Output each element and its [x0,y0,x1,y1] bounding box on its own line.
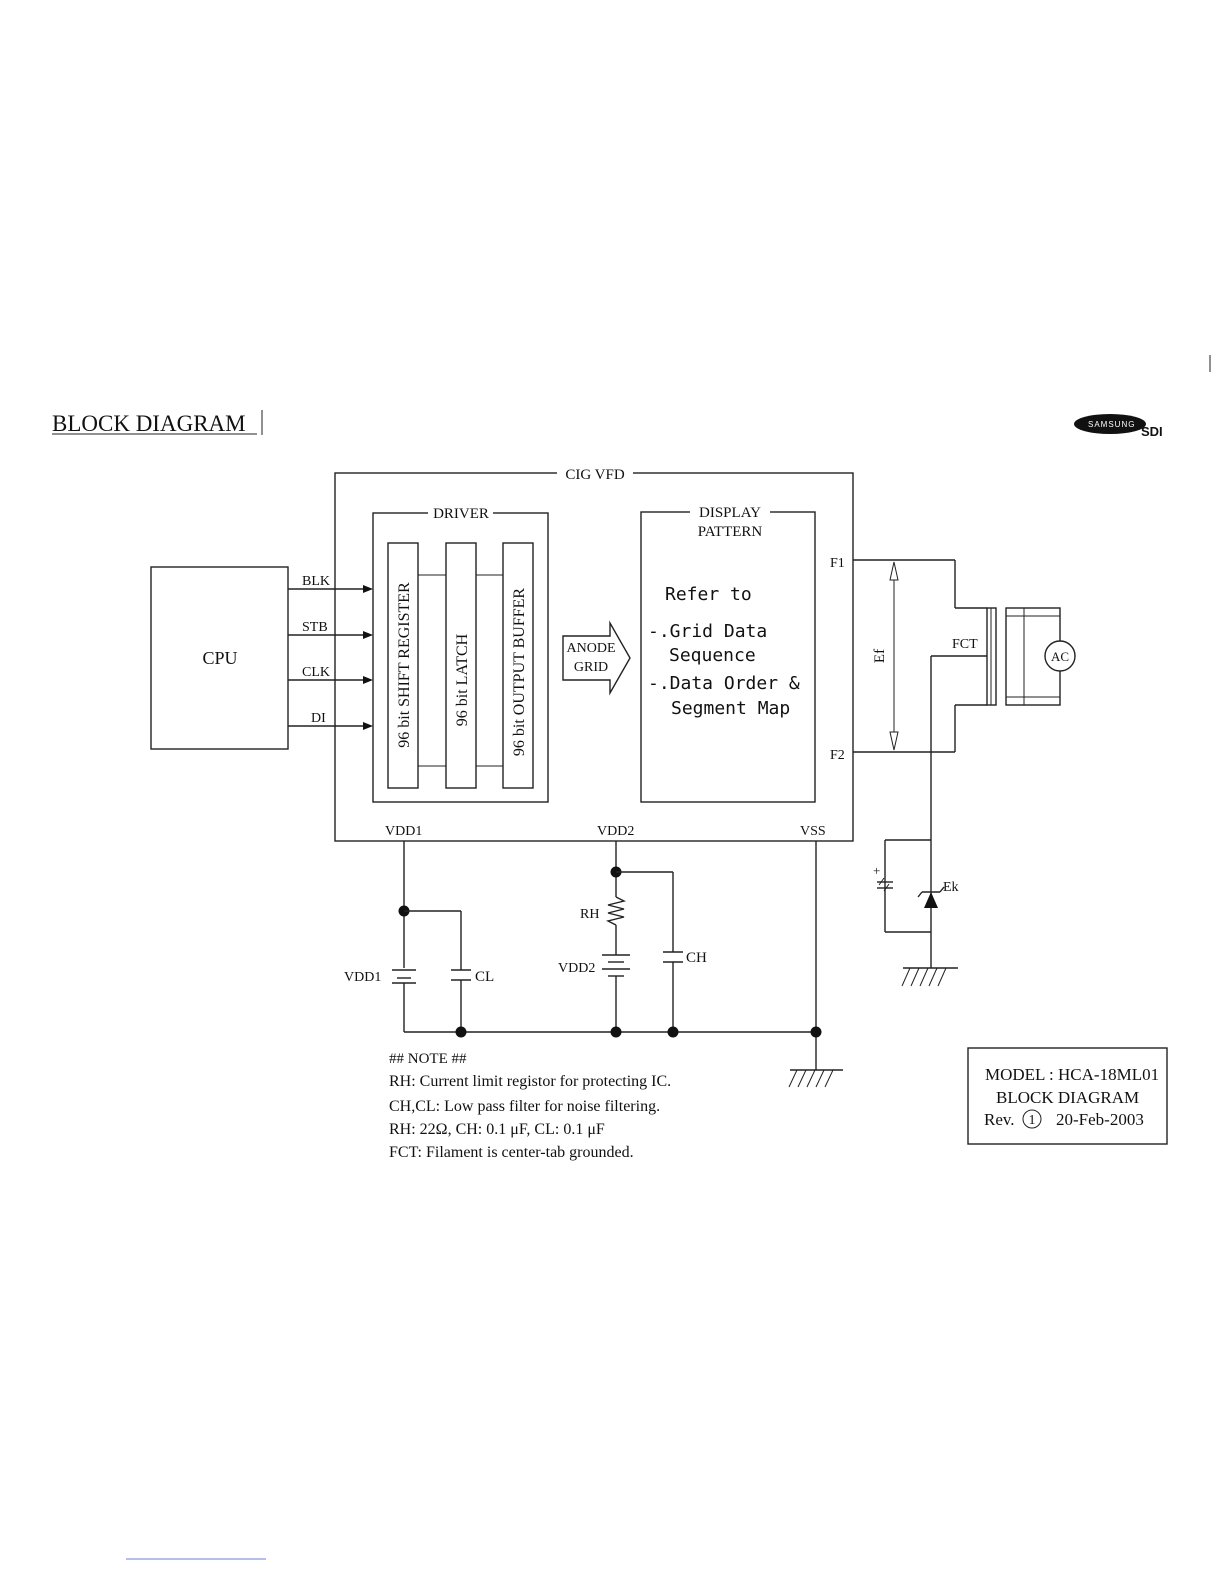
signal-clk: CLK [288,665,373,684]
display-label: DISPLAY [699,505,761,521]
output-buffer-block [502,542,534,789]
segment-map-text: Segment Map [671,698,790,719]
note-line-4: FCT: Filament is center-tab grounded. [389,1144,634,1161]
signal-clk-label: CLK [302,665,330,680]
vdd1-supply-label: VDD1 [344,970,381,985]
cl-label: CL [475,969,494,985]
ch-label: CH [686,950,707,966]
rh-label: RH [580,907,599,922]
cig-vfd-label: CIG VFD [565,467,624,483]
ac-label: AC [1051,649,1069,664]
shift-register-block [387,542,419,789]
cathode-capacitor: + [873,863,893,892]
logo-suffix: SDI [1141,424,1163,439]
note-line-1: RH: Current limit registor for protectin… [389,1073,671,1090]
grid-label: GRID [574,660,608,675]
ch-capacitor [663,951,683,963]
pin-vdd2: VDD2 [597,824,634,839]
output-buffer-label: 96 bit OUTPUT BUFFER [511,588,528,757]
title-block-rev-label: Rev. [984,1110,1015,1129]
latch-block [445,542,477,789]
pin-vdd1: VDD1 [385,824,422,839]
notes: ## NOTE ## RH: Current limit registor fo… [389,1051,671,1161]
ek-label: Ek [943,880,959,895]
signal-stb-label: STB [302,620,328,635]
ground-symbol-right [901,967,958,987]
anode-label: ANODE [567,641,616,656]
page-title: BLOCK DIAGRAM [52,411,246,436]
ground-symbol-left [788,1069,843,1088]
signal-di-label: DI [311,711,326,726]
fct-label: FCT [952,637,978,652]
grid-data-text: -.Grid Data [648,621,767,642]
cpu-label: CPU [202,648,237,668]
notes-header: ## NOTE ## [389,1051,467,1067]
ef-label: Ef [872,649,888,663]
note-line-2: CH,CL: Low pass filter for noise filteri… [389,1098,660,1115]
pin-f2: F2 [830,748,845,763]
cl-capacitor [451,969,471,981]
vdd2-supply [602,954,630,977]
cpu-box [150,566,289,750]
signal-blk-label: BLK [302,574,330,589]
logo-brand: SAMSUNG [1088,420,1135,429]
driver-label: DRIVER [433,506,489,522]
title-block-date: 20-Feb-2003 [1056,1110,1144,1129]
latch-label: 96 bit LATCH [454,633,471,726]
pin-f1: F1 [830,556,845,571]
zener-diode [917,886,945,908]
rh-resistor [605,896,627,926]
samsung-sdi-logo: SAMSUNG SDI [1074,414,1163,439]
title-block-name: BLOCK DIAGRAM [996,1088,1139,1107]
data-order-text: -.Data Order & [648,673,800,694]
refer-text: Refer to [665,584,752,605]
plus-sign: + [873,863,880,878]
title-block-rev-number: 1 [1029,1113,1036,1128]
transformer [986,607,1061,706]
sequence-text: Sequence [669,645,756,666]
note-line-3: RH: 22Ω, CH: 0.1 μF, CL: 0.1 μF [389,1121,605,1138]
pattern-label: PATTERN [698,524,763,540]
shift-register-label: 96 bit SHIFT REGISTER [396,582,413,748]
title-block-model: MODEL : HCA-18ML01 [985,1065,1159,1084]
anode-grid-arrow [562,620,631,696]
vdd1-supply [392,969,416,984]
ef-arrow: Ef [872,561,899,751]
pin-vss: VSS [800,824,826,839]
signal-di: DI [288,711,373,730]
rev-circle [1022,1109,1042,1129]
signal-stb: STB [288,620,373,639]
ac-source [1044,640,1076,672]
vdd2-supply-label: VDD2 [558,961,595,976]
signal-blk: BLK [288,574,373,593]
title-block [967,1047,1168,1145]
